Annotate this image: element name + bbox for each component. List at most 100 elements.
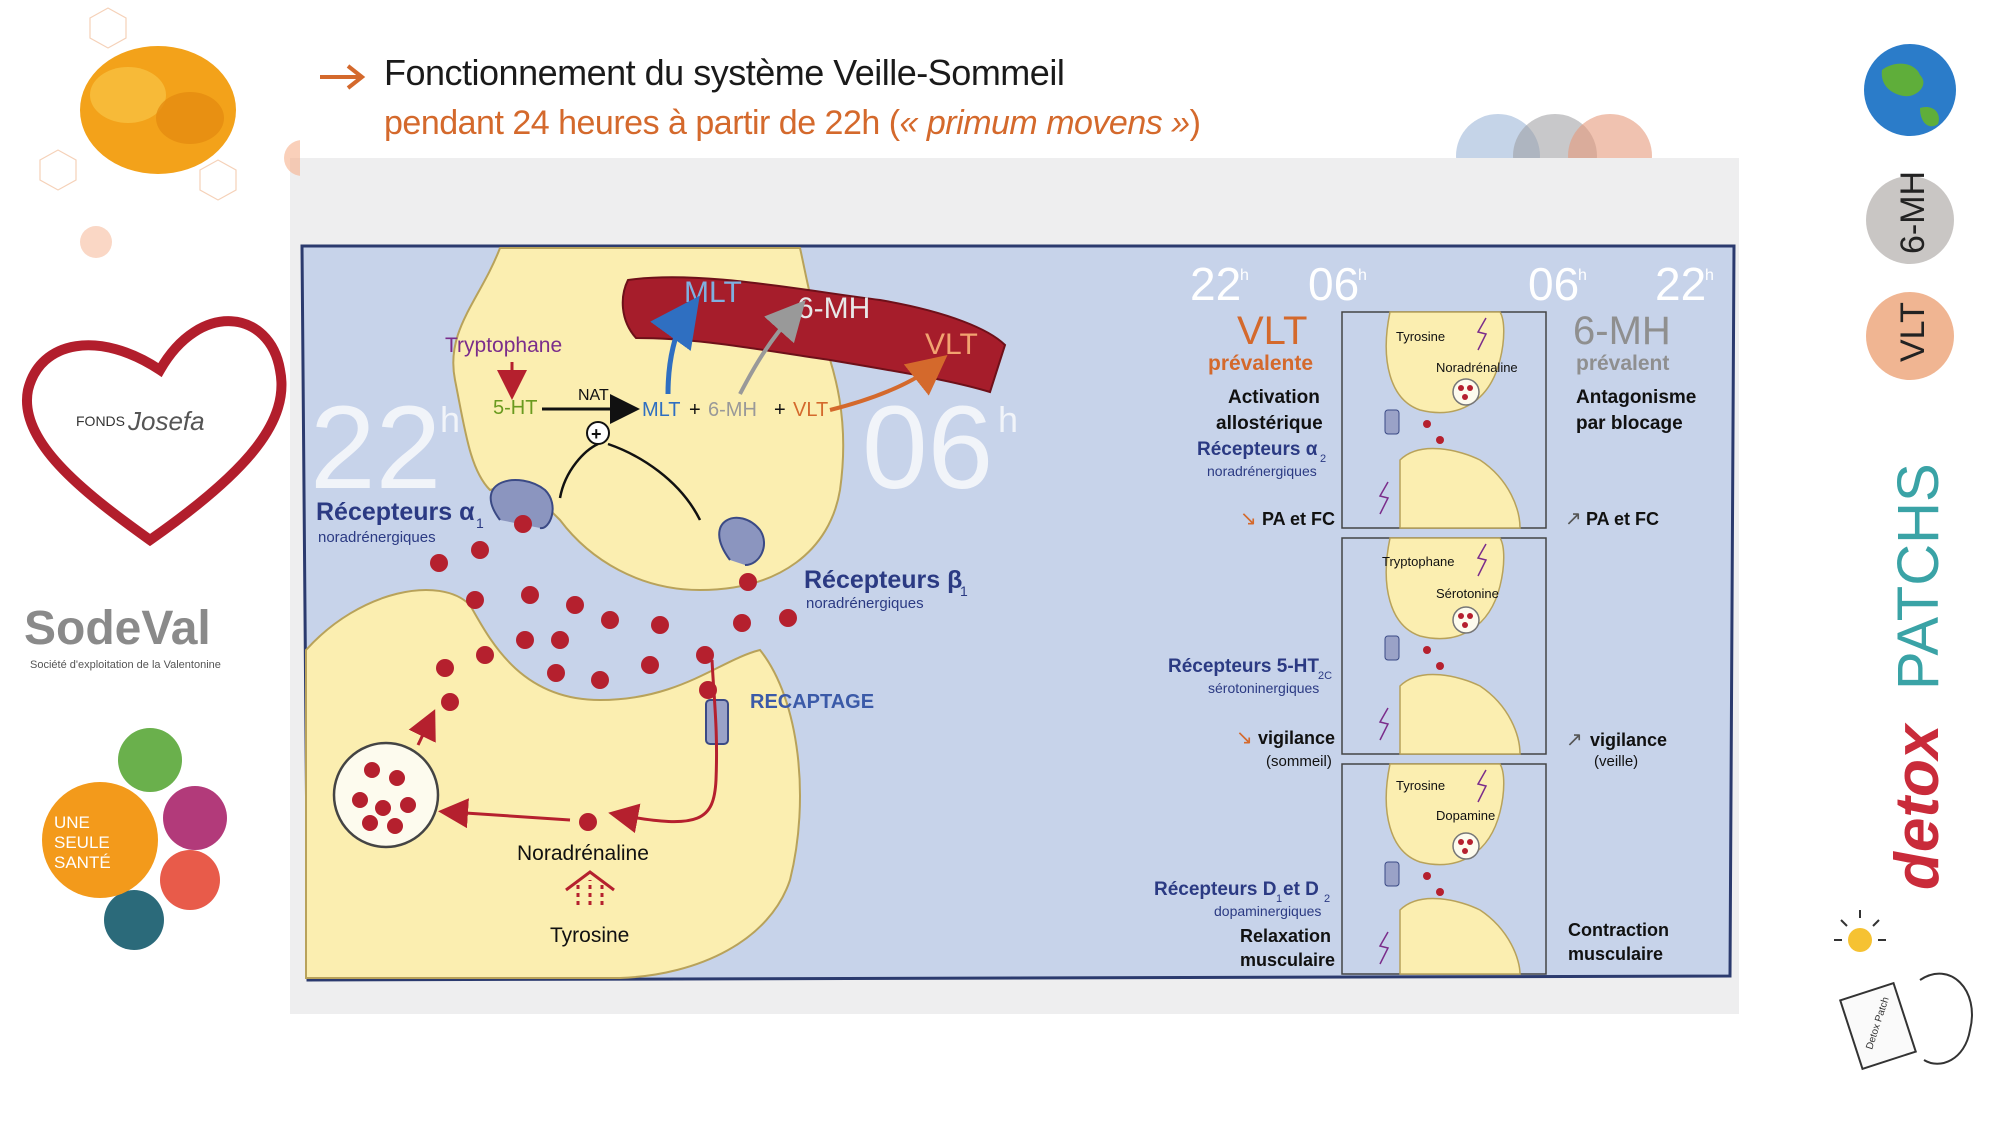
row3-right-note: musculaire [1568, 944, 1663, 964]
comp-time-3-sup: h [1578, 267, 1587, 284]
neurotransmitter-dots [430, 515, 797, 711]
badge-6mh: 6-MH [1866, 171, 1954, 264]
row2-left-note: (sommeil) [1266, 753, 1332, 770]
row2-receptor-sub: 2C [1318, 670, 1332, 682]
sodeval-logo: SodeVal Société d'exploitation de la Val… [24, 602, 221, 671]
beta1-caption: noradrénergiques [806, 595, 924, 612]
comp-time-2: 06 [1308, 258, 1359, 310]
row1-receptor-sub: 2 [1320, 453, 1326, 465]
row2-left-arrow: ↘ [1236, 727, 1253, 749]
vessel-vlt-label: VLT [925, 328, 978, 361]
recaptage-label: RECAPTAGE [750, 691, 874, 713]
slide-title: Fonctionnement du système Veille-Sommeil [384, 52, 1065, 93]
comp-time-1-sup: h [1240, 267, 1249, 284]
right-action-1: Antagonisme [1576, 387, 1696, 408]
tryptophane-label: Tryptophane [445, 334, 562, 357]
row1-right-arrow: ↗ [1565, 508, 1582, 530]
plus-2: + [774, 399, 786, 421]
vessel-mlt-label: MLT [684, 276, 742, 309]
alpha1-receptor [489, 479, 554, 529]
row3-receptor-sub2: 2 [1324, 893, 1330, 905]
right-title: 6-MH [1573, 309, 1671, 353]
row2-receptor: Récepteurs 5-HT [1168, 656, 1319, 677]
subtitle-suffix: ) [1189, 104, 1201, 142]
patch-mascot-icon: Detox Patch [1834, 910, 1973, 1071]
row1-left-effect: PA et FC [1262, 509, 1335, 529]
row2-right-effect: vigilance [1590, 730, 1667, 750]
badge-vlt-text: VLT [1894, 302, 1932, 362]
left-sub: prévalente [1208, 352, 1313, 375]
mini-synapse-1: Tyrosine Noradrénaline [1341, 311, 1547, 529]
vesicle [332, 741, 440, 849]
row3-caption: dopaminergiques [1214, 903, 1321, 919]
row2-caption: sérotoninergiques [1208, 680, 1319, 696]
slide-subtitle: pendant 24 heures à partir de 22h (« pri… [384, 104, 1201, 143]
alpha1-sub: 1 [476, 515, 484, 531]
subtitle-prefix: pendant 24 heures à partir de 22h ( [384, 104, 900, 142]
mini1-precursor: Tyrosine [1396, 329, 1445, 344]
vlt-arrow [829, 355, 948, 412]
fonds-text-1: FONDS [76, 413, 125, 429]
mini3-precursor: Tyrosine [1396, 778, 1445, 793]
noradrenaline-dot [579, 813, 597, 831]
vlt-product: VLT [793, 399, 828, 421]
left-action-2: allostérique [1216, 413, 1323, 434]
detox-patchs-brand: PATCHS detox [1883, 463, 1952, 890]
comp-time-1: 22 [1190, 258, 1241, 310]
row3-right-effect: Contraction [1568, 920, 1669, 940]
alpha1-title: Récepteurs α [316, 498, 475, 526]
heart-logo: FONDS Josefa [21, 316, 287, 547]
row3-receptor: Récepteurs D [1154, 879, 1277, 900]
six-mh-product: 6-MH [708, 399, 757, 421]
beta1-title: Récepteurs β [804, 566, 962, 594]
comp-time-3: 06 [1528, 258, 1579, 310]
sixmh-arrow [738, 300, 806, 395]
mini1-transmitter: Noradrénaline [1436, 360, 1518, 375]
une-seule-sante-logo: UNE SEULE SANTÉ [42, 728, 227, 950]
beta1-sub: 1 [960, 583, 968, 599]
beta1-receptor [718, 516, 765, 566]
fonds-text-2: Josefa [127, 406, 205, 436]
nat-label: NAT [578, 387, 609, 404]
globe-icon [1864, 44, 1956, 136]
vesicle-dots [352, 762, 416, 834]
mini2-precursor: Tryptophane [1382, 554, 1455, 569]
mini-synapse-3: Tyrosine Dopamine [1341, 763, 1547, 975]
time-right-sup: h [998, 399, 1018, 440]
time-left-sup: h [440, 399, 460, 440]
time-left-hour: 22 [310, 382, 441, 514]
time-right-hour: 06 [862, 382, 993, 514]
plus-1: + [689, 399, 701, 421]
uss-line-3: SANTÉ [54, 853, 111, 872]
row2-left-effect: vigilance [1258, 728, 1335, 748]
vessel-6mh-label: 6-MH [797, 292, 870, 325]
row2-right-arrow: ↗ [1566, 729, 1583, 751]
tyrosine-label: Tyrosine [550, 924, 629, 947]
uss-line-1: UNE [54, 813, 90, 832]
row3-receptor-sub: 1 [1276, 893, 1282, 905]
row1-left-arrow: ↘ [1240, 508, 1257, 530]
comp-time-2-sup: h [1358, 267, 1367, 284]
mini3-transmitter: Dopamine [1436, 808, 1495, 823]
row1-caption: noradrénergiques [1207, 463, 1317, 479]
postsynaptic-neuron [305, 589, 801, 979]
left-title: VLT [1237, 309, 1307, 353]
mini-synapse-2: Tryptophane Sérotonine [1341, 537, 1547, 755]
five-ht-label: 5-HT [493, 397, 537, 419]
mlt-arrow [650, 295, 700, 395]
sodeval-title: SodeVal [24, 602, 211, 655]
brain-logo [39, 7, 300, 258]
noradrenaline-label: Noradrénaline [517, 842, 649, 865]
feedback-line-left [558, 442, 599, 499]
right-sub: prévalent [1576, 352, 1669, 375]
mini2-transmitter: Sérotonine [1436, 586, 1499, 601]
row3-receptor-mid: et D [1283, 879, 1319, 900]
row3-left-note: musculaire [1240, 950, 1335, 970]
mlt-product: MLT [642, 399, 681, 421]
badge-6mh-text: 6-MH [1894, 171, 1932, 254]
brand-caps: PATCHS [1886, 463, 1951, 690]
row1-right-effect: PA et FC [1586, 509, 1659, 529]
row2-right-note: (veille) [1594, 753, 1638, 770]
alpha1-caption: noradrénergiques [318, 529, 436, 546]
uss-line-2: SEULE [54, 833, 110, 852]
